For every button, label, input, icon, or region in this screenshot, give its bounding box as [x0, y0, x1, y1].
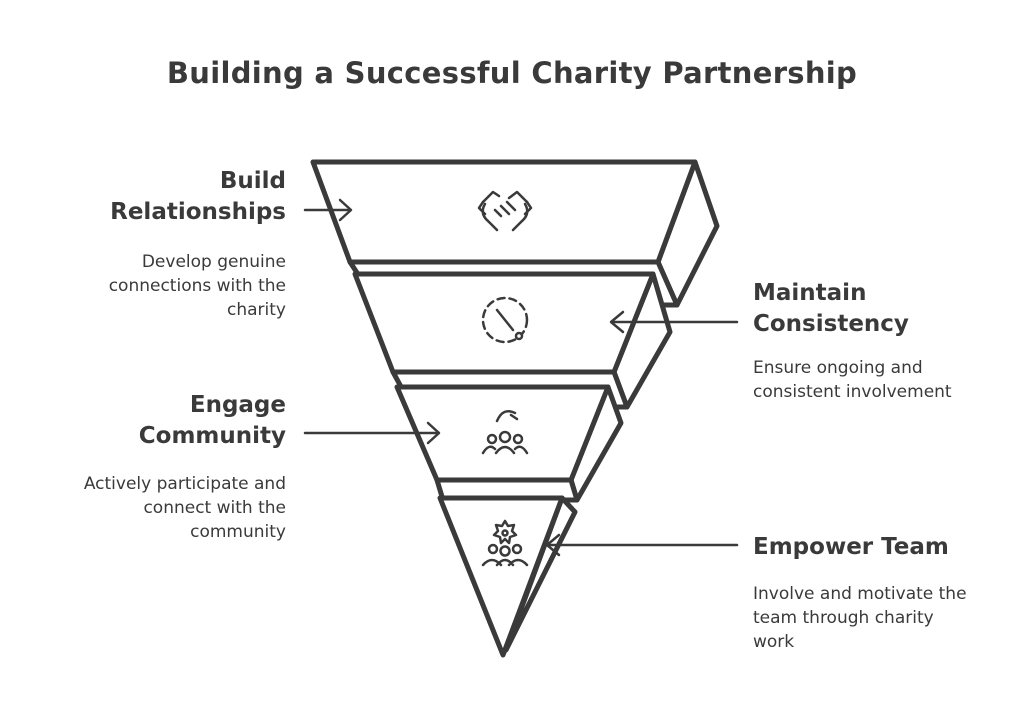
stage-desc-empower-team: Involve and motivate the team through ch…	[753, 582, 967, 654]
stage-desc-engage-community: Actively participate and connect with th…	[84, 472, 286, 544]
stage-desc-maintain-consistency: Ensure ongoing and consistent involvemen…	[753, 356, 952, 404]
stage-heading-engage-community: Engage Community	[139, 390, 286, 452]
stage-heading-build-relationships: Build Relationships	[110, 166, 286, 228]
funnel-layer-2-front	[352, 271, 656, 375]
community-group-icon	[481, 410, 529, 455]
funnel-layer-4-front	[437, 495, 565, 658]
stage-heading-line: Consistency	[753, 311, 909, 337]
arrow-engage-community	[303, 421, 441, 445]
stage-desc-line: charity	[227, 300, 286, 320]
arrow-maintain-consistency	[609, 310, 739, 334]
stage-desc-line: Actively participate and	[83, 474, 286, 494]
stage-desc-line: connect with the	[143, 498, 286, 518]
stage-desc-build-relationships: Develop genuine connections with the cha…	[109, 250, 286, 322]
stage-heading-maintain-consistency: Maintain Consistency	[753, 278, 909, 340]
funnel-layer-4	[437, 495, 578, 658]
stage-heading-empower-team: Empower Team	[753, 532, 949, 563]
arrow-empower-team	[545, 533, 739, 557]
page-title: Building a Successful Charity Partnershi…	[166, 56, 858, 90]
stage-desc-line: Involve and motivate the	[753, 584, 967, 604]
stage-desc-line: Ensure ongoing and	[753, 358, 923, 378]
stage-desc-line: work	[753, 632, 795, 652]
team-empower-icon	[481, 519, 529, 567]
clock-cycle-icon	[481, 296, 529, 344]
arrow-build-relationships	[303, 198, 353, 222]
stage-heading-line: Empower Team	[753, 534, 949, 560]
stage-desc-line: community	[190, 522, 286, 542]
stage-heading-line: Relationships	[110, 199, 286, 225]
stage-desc-line: consistent involvement	[753, 382, 952, 402]
stage-desc-line: Develop genuine	[141, 252, 286, 272]
stage-desc-line: team through charity	[753, 608, 934, 628]
handshake-icon	[477, 190, 533, 232]
stage-desc-line: connections with the	[108, 276, 286, 296]
funnel-layer-3	[394, 384, 624, 503]
stage-heading-line: Community	[138, 423, 286, 449]
stage-heading-line: Maintain	[753, 280, 867, 306]
stage-heading-line: Build	[219, 168, 286, 194]
stage-heading-line: Engage	[189, 392, 286, 418]
funnel-layer-1-front	[310, 159, 698, 265]
